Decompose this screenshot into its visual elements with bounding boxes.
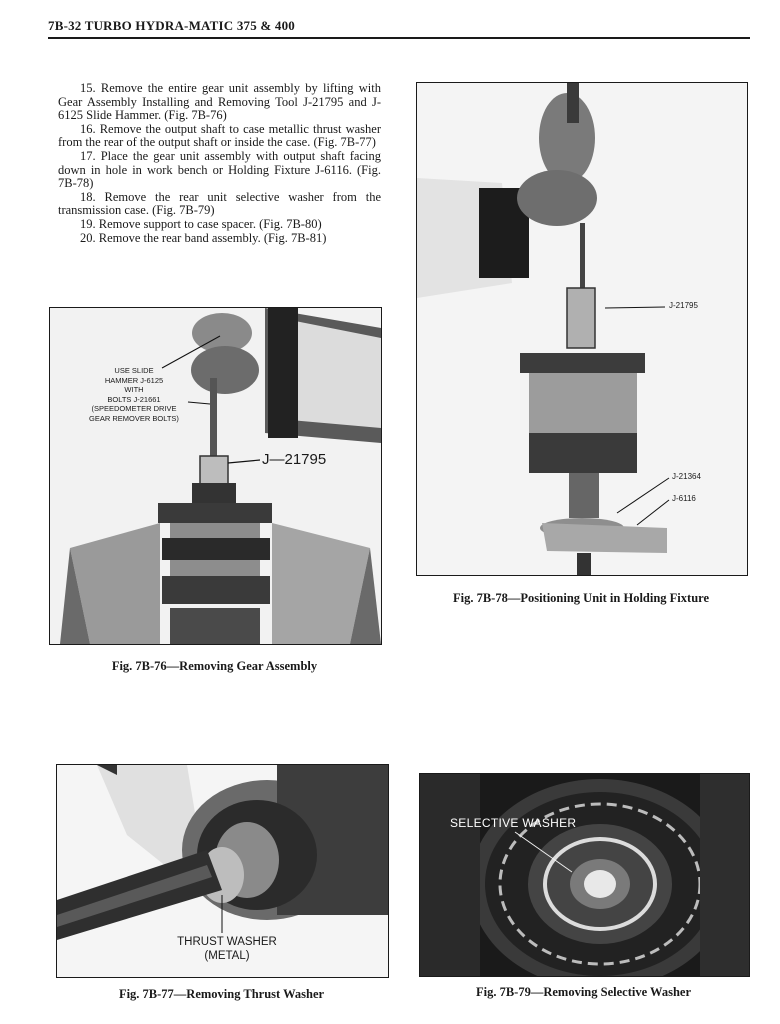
selective-washer-photo xyxy=(420,774,749,976)
callout-j-21795: J—21795 xyxy=(262,451,327,468)
page-header: 7B-32 TURBO HYDRA-MATIC 375 & 400 xyxy=(48,18,295,33)
callout-slide-line-1: USE SLIDE xyxy=(114,366,154,375)
figure-7b-77-caption: Fig. 7B-77—Removing Thrust Washer xyxy=(118,987,325,1001)
step-15: 15. Remove the entire gear unit assembly… xyxy=(58,81,381,123)
gear-assembly-photo xyxy=(50,308,381,644)
step-18: 18. Remove the rear unit selective washe… xyxy=(58,189,381,218)
callout-slide-line-4: BOLTS J-21661 xyxy=(107,394,161,404)
procedure-steps: 15. Remove the entire gear unit assembly… xyxy=(58,81,381,245)
figure-7b-79-photo: SELECTIVE WASHER xyxy=(419,773,750,977)
callout-thrust-washer: THRUST WASHER (METAL) xyxy=(167,935,287,963)
callout-slide-hammer: USE SLIDE HAMMER J-6125 WITH BOLTS J-216… xyxy=(84,366,184,423)
step-19: 19. Remove support to case spacer. (Fig.… xyxy=(80,216,322,231)
step-17: 17. Place the gear unit assembly with ou… xyxy=(58,148,381,191)
figure-7b-78-photo: J-21795 J-21364 J-6116 xyxy=(416,82,748,576)
callout-j-6116: J-6116 xyxy=(672,494,696,503)
callout-j-21795-fixture: J-21795 xyxy=(669,301,698,310)
callout-j-21364: J-21364 xyxy=(672,472,701,481)
callout-thrust-line-2: (METAL) xyxy=(204,950,250,962)
callout-slide-line-3: WITH xyxy=(124,385,144,394)
callout-slide-line-2: HAMMER J-6125 xyxy=(104,375,164,385)
figure-7b-78-caption: Fig. 7B-78—Positioning Unit in Holding F… xyxy=(452,591,710,605)
figure-7b-76-caption: Fig. 7B-76—Removing Gear Assembly xyxy=(111,659,318,673)
callout-selective-washer: SELECTIVE WASHER xyxy=(450,816,577,830)
step-16: 16. Remove the output shaft to case meta… xyxy=(58,121,381,150)
callout-thrust-line-1: THRUST WASHER xyxy=(177,936,277,948)
thrust-washer-photo xyxy=(57,765,388,977)
callout-slide-line-6: GEAR REMOVER BOLTS) xyxy=(89,413,179,423)
figure-7b-77-photo: THRUST WASHER (METAL) xyxy=(56,764,389,978)
figure-7b-79-caption: Fig. 7B-79—Removing Selective Washer xyxy=(475,985,692,999)
figure-7b-76-photo: USE SLIDE HAMMER J-6125 WITH BOLTS J-216… xyxy=(49,307,382,645)
header-rule xyxy=(48,37,750,39)
callout-slide-line-5: (SPEEDOMETER DRIVE xyxy=(91,404,177,413)
step-20: 20. Remove the rear band assembly. (Fig.… xyxy=(80,230,327,245)
holding-fixture-photo xyxy=(417,83,747,575)
